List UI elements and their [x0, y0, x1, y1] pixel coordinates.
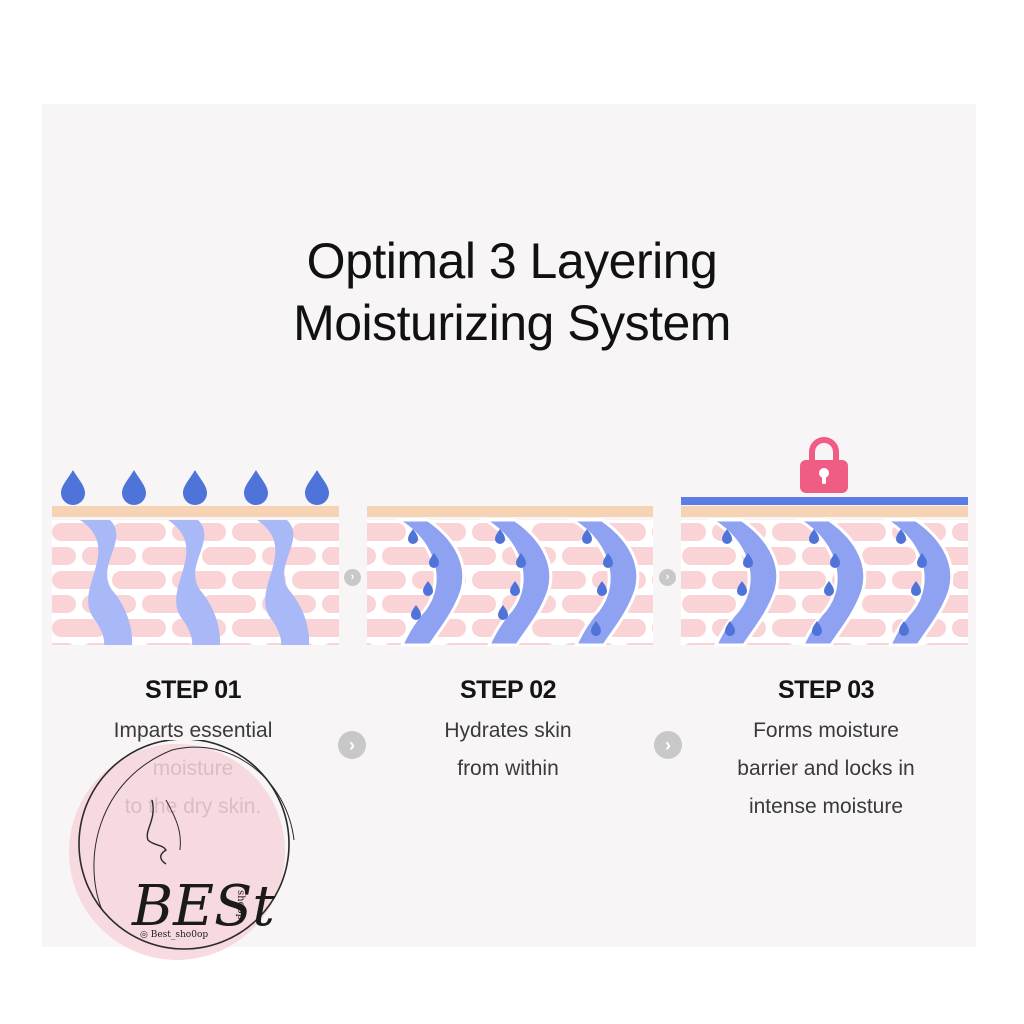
hydrated-channels: [392, 518, 640, 647]
step-label: STEP 02: [459, 676, 557, 704]
skin-surface: [681, 506, 968, 517]
svg-text:BESt: BESt: [131, 874, 275, 939]
water-channels: [80, 520, 310, 645]
chevron-right-icon: ›: [344, 569, 361, 586]
watermark-logo: BESt shoop: [69, 740, 295, 960]
water-drop-icon: [122, 470, 146, 505]
water-drop-icon: [183, 470, 207, 505]
step-03-skin-panel: [681, 437, 968, 647]
page-title: Optimal 3 Layering Moisturizing System: [0, 230, 1024, 354]
step-03: STEP 03 Forms moisture barrier and locks…: [676, 674, 976, 826]
step-description: Forms moisture barrier and locks in inte…: [737, 719, 915, 818]
title-line-1: Optimal 3 Layering: [306, 233, 718, 289]
svg-text:shoop: shoop: [235, 890, 246, 920]
chevron-right-icon: ›: [659, 569, 676, 586]
locked-channels: [706, 518, 954, 647]
water-drop-icon: [61, 470, 85, 505]
watermark-handle: ◎ Best_sho0op: [140, 930, 209, 940]
step-label: STEP 01: [144, 676, 242, 704]
water-drop-icon: [244, 470, 268, 505]
chevron-right-icon: ›: [654, 731, 682, 759]
step-02-skin-panel: [367, 506, 653, 647]
step-01-skin-panel: [52, 470, 339, 645]
step-description: Hydrates skin from within: [444, 719, 572, 780]
step-02: STEP 02 Hydrates skin from within: [358, 674, 658, 788]
skin-surface: [52, 506, 339, 517]
lock-icon: [800, 437, 848, 493]
moisture-barrier: [681, 497, 968, 505]
title-line-2: Moisturizing System: [293, 295, 731, 351]
step-label: STEP 03: [777, 676, 875, 704]
chevron-right-icon: ›: [338, 731, 366, 759]
water-drop-icon: [305, 470, 329, 505]
skin-surface: [367, 506, 653, 517]
